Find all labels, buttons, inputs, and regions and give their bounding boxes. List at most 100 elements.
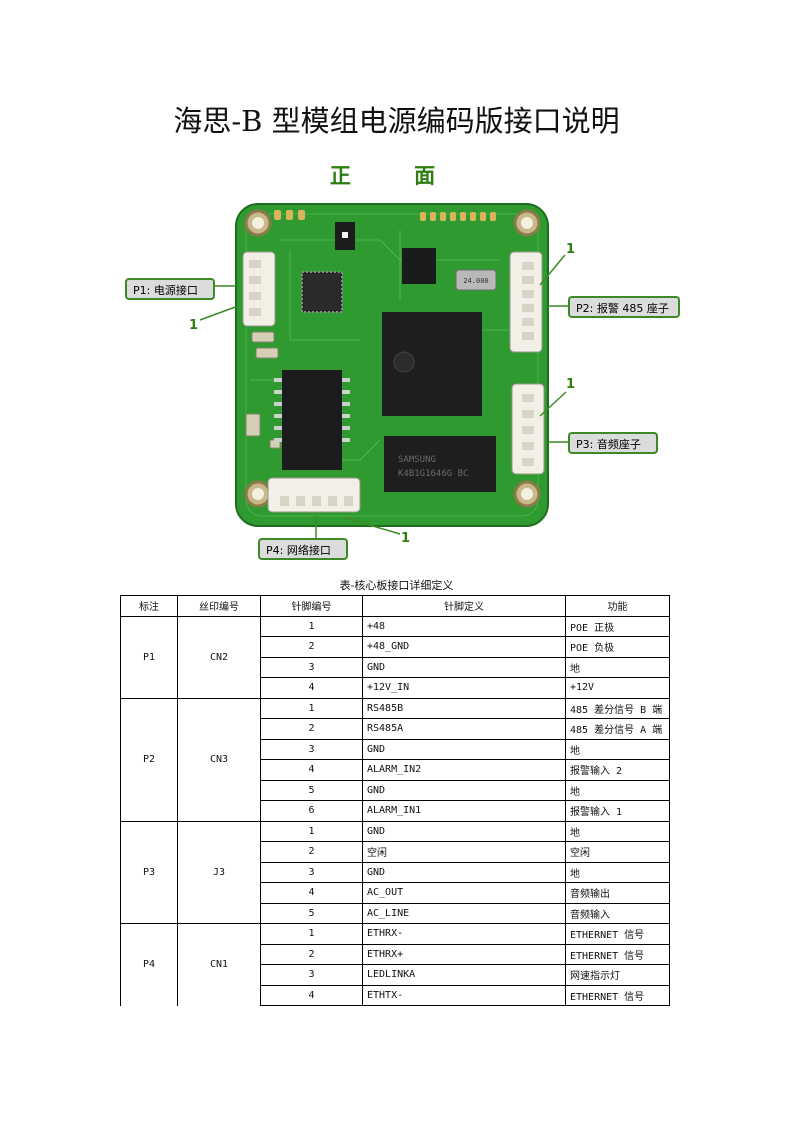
cell-definition: ALARM_IN1 [362, 800, 566, 822]
cell-function: 地 [565, 779, 670, 801]
pin1-marker-p2: 1 [566, 242, 576, 257]
callout-p4: P4: 网络接口 [258, 538, 348, 560]
cell-definition: 空闲 [362, 841, 566, 863]
cell-definition: AC_OUT [362, 882, 566, 904]
cell-label: P1 [120, 615, 178, 699]
header-silk: 丝印编号 [177, 595, 261, 617]
cell-definition: ETHTX- [362, 984, 566, 1006]
cell-pin: 3 [260, 861, 363, 883]
cell-definition: ETHRX+ [362, 943, 566, 965]
svg-text:SAMSUNG: SAMSUNG [398, 455, 436, 465]
cell-function: ETHERNET 信号 [565, 943, 670, 965]
document-title: 海思-B 型模组电源编码版接口说明 [173, 104, 620, 138]
cell-function: ETHERNET 信号 [565, 923, 670, 945]
ddr-memory [384, 436, 496, 492]
pin1-marker-p4: 1 [401, 531, 411, 546]
edge-pads [274, 210, 496, 221]
connector-p1 [242, 251, 276, 327]
cell-pin: 1 [260, 820, 363, 842]
cell-function: 报警输入 1 [565, 800, 670, 822]
cell-function: 485 差分信号 A 端 [565, 718, 670, 740]
cell-definition: GND [362, 656, 566, 678]
header-definition: 针脚定义 [362, 595, 566, 617]
cell-function: 地 [565, 738, 670, 760]
cell-definition: AC_LINE [362, 902, 566, 924]
connector-p3 [511, 383, 545, 475]
cell-function: 音频输出 [565, 882, 670, 904]
table-caption: 表-核心板接口详细定义 [339, 579, 454, 592]
front-view-title: 正 面 [329, 163, 464, 188]
cell-pin: 4 [260, 984, 363, 1006]
cell-definition: ALARM_IN2 [362, 759, 566, 781]
cell-function: 空闲 [565, 841, 670, 863]
cell-pin: 2 [260, 718, 363, 740]
cell-function: ETHERNET 信号 [565, 984, 670, 1006]
cell-label: P3 [120, 820, 178, 924]
cell-silk: J3 [177, 820, 261, 924]
cell-pin: 6 [260, 800, 363, 822]
cell-definition: +48_GND [362, 636, 566, 658]
cell-pin: 3 [260, 738, 363, 760]
cell-function: POE 正极 [565, 615, 670, 637]
cell-pin: 1 [260, 923, 363, 945]
pin1-marker-p3: 1 [566, 377, 576, 392]
svg-text:K4B1G1646G BC: K4B1G1646G BC [398, 469, 468, 479]
cell-pin: 2 [260, 636, 363, 658]
cell-silk: CN2 [177, 615, 261, 699]
cell-function: 网速指示灯 [565, 964, 670, 986]
cell-pin: 3 [260, 656, 363, 678]
table-row: 4+12V_IN+12V [121, 677, 670, 699]
cell-definition: GND [362, 738, 566, 760]
svg-text:24.000: 24.000 [463, 277, 488, 285]
crystal [455, 269, 497, 291]
cell-pin: 2 [260, 841, 363, 863]
cell-function: 报警输入 2 [565, 759, 670, 781]
cell-function: 485 差分信号 B 端 [565, 697, 670, 719]
cell-pin: 5 [260, 902, 363, 924]
soic-chip [402, 248, 436, 284]
connector-p4 [267, 477, 361, 513]
cell-function: POE 负极 [565, 636, 670, 658]
cell-function: 音频输入 [565, 902, 670, 924]
cell-function: +12V [565, 677, 670, 699]
flash-chip [282, 370, 342, 470]
leader-lines [199, 254, 568, 538]
passives [245, 331, 281, 449]
cell-definition: +12V_IN [362, 677, 566, 699]
header-label: 标注 [120, 595, 178, 617]
pcb-board-image: 24.000 [199, 203, 568, 538]
table-header-row: 标注 丝印编号 针脚编号 针脚定义 功能 [120, 595, 670, 617]
cell-label: P2 [120, 697, 178, 822]
cell-pin: 1 [260, 615, 363, 637]
cell-definition: RS485A [362, 718, 566, 740]
cell-function: 地 [565, 861, 670, 883]
cell-pin: 4 [260, 882, 363, 904]
callout-p3: P3: 音频座子 [568, 432, 658, 454]
callout-p1: P1: 电源接口 [125, 278, 215, 300]
cell-pin: 4 [260, 677, 363, 699]
qfn-chip [301, 271, 343, 313]
header-pin: 针脚编号 [260, 595, 363, 617]
callout-p2: P2: 报警 485 座子 [568, 296, 680, 318]
cell-pin: 5 [260, 779, 363, 801]
cell-pin: 1 [260, 697, 363, 719]
cell-definition: ETHRX- [362, 923, 566, 945]
pin1-marker-p1: 1 [189, 318, 199, 333]
cell-pin: 4 [260, 759, 363, 781]
cell-pin: 2 [260, 943, 363, 965]
